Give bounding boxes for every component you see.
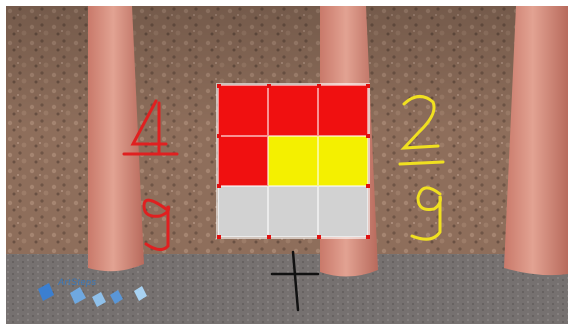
grid-cell [318,85,368,136]
grid-corner-marker [217,235,221,239]
fraction-grid [218,85,368,237]
grid-corner-marker [267,235,271,239]
grid-corner-marker [366,235,370,239]
grid-corner-marker [366,84,370,88]
grid-cell [268,136,318,187]
grid-cell [318,136,368,187]
scene-viewport: ArtSteps [6,6,568,324]
grid-corner-marker [366,184,370,188]
grid-cell [318,186,368,237]
grid-corner-marker [217,184,221,188]
grid-cell [218,136,268,187]
grid-corner-marker [317,84,321,88]
grid-cell [218,186,268,237]
grid-corner-marker [317,235,321,239]
grid-cell [268,186,318,237]
logo-text: ArtSteps [58,277,97,287]
grid-corner-marker [267,84,271,88]
grid-cell [268,85,318,136]
grid-corner-marker [366,134,370,138]
grid-corner-marker [217,134,221,138]
grid-cell [218,85,268,136]
grid-corner-marker [217,84,221,88]
